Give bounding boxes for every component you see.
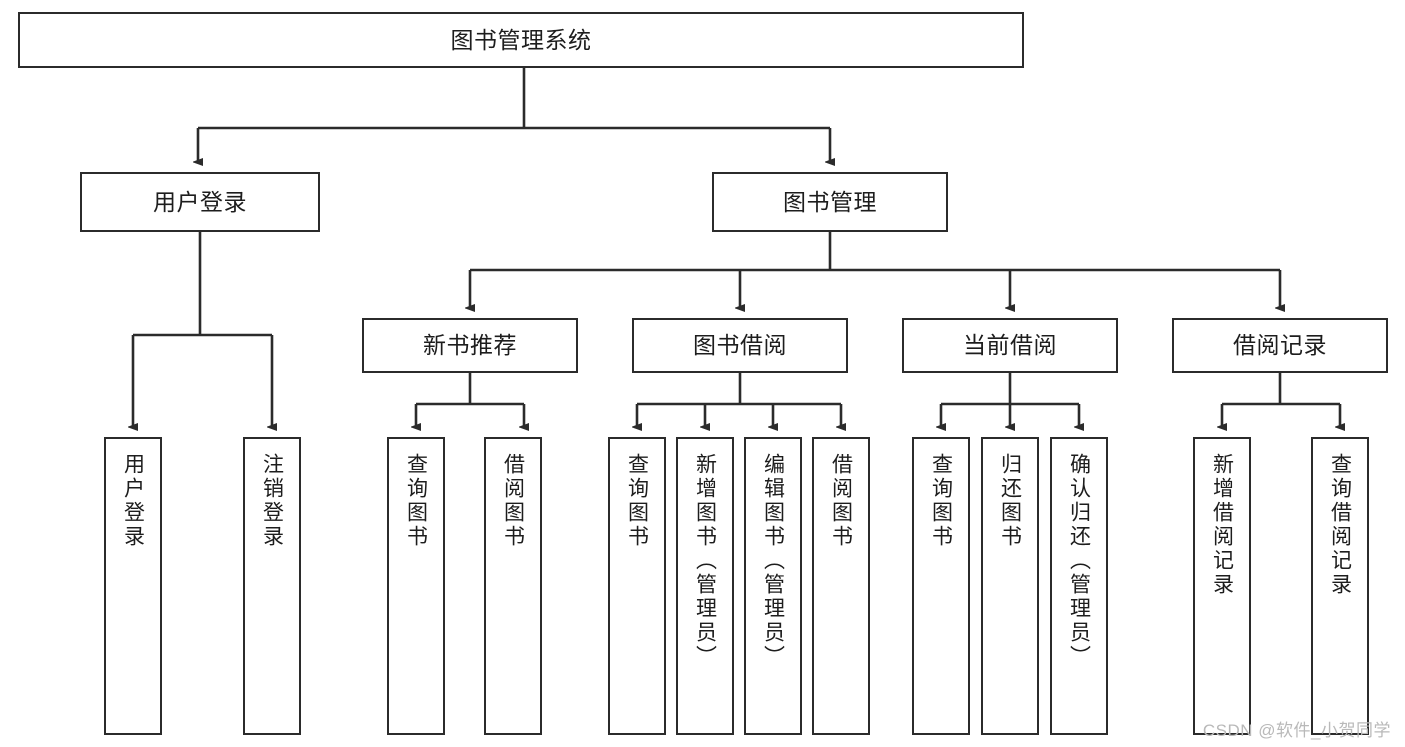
node-leaf-query-book-2[interactable]: 查询图书	[608, 437, 666, 735]
node-leaf-query-book-3-label: 查询图书	[929, 453, 953, 549]
node-leaf-user-logout-label: 注销登录	[260, 453, 284, 549]
node-leaf-borrow-book-2[interactable]: 借阅图书	[812, 437, 870, 735]
node-leaf-user-logout[interactable]: 注销登录	[243, 437, 301, 735]
node-leaf-query-book-1[interactable]: 查询图书	[387, 437, 445, 735]
node-leaf-add-record-label: 新增借阅记录	[1210, 453, 1234, 597]
node-book-borrow-label: 图书借阅	[693, 332, 787, 359]
node-user-login-label: 用户登录	[153, 188, 247, 215]
node-root-label: 图书管理系统	[450, 26, 592, 53]
node-current-borrow-label: 当前借阅	[963, 332, 1057, 359]
node-leaf-confirm-return[interactable]: 确认归还（管理员）	[1050, 437, 1108, 735]
node-book-manage[interactable]: 图书管理	[712, 172, 948, 232]
node-leaf-add-book[interactable]: 新增图书（管理员）	[676, 437, 734, 735]
node-leaf-user-login[interactable]: 用户登录	[104, 437, 162, 735]
node-leaf-edit-book[interactable]: 编辑图书（管理员）	[744, 437, 802, 735]
node-leaf-query-record[interactable]: 查询借阅记录	[1311, 437, 1369, 735]
node-current-borrow[interactable]: 当前借阅	[902, 318, 1118, 373]
node-leaf-edit-book-label: 编辑图书（管理员）	[761, 453, 785, 669]
node-leaf-add-record[interactable]: 新增借阅记录	[1193, 437, 1251, 735]
node-book-borrow[interactable]: 图书借阅	[632, 318, 848, 373]
node-new-book-recommend-label: 新书推荐	[423, 332, 517, 359]
node-borrow-record[interactable]: 借阅记录	[1172, 318, 1388, 373]
node-user-login[interactable]: 用户登录	[80, 172, 320, 232]
node-root[interactable]: 图书管理系统	[18, 12, 1024, 68]
node-leaf-user-login-label: 用户登录	[121, 453, 145, 549]
node-leaf-borrow-book-2-label: 借阅图书	[829, 453, 853, 549]
node-leaf-confirm-return-label: 确认归还（管理员）	[1067, 453, 1091, 669]
node-leaf-query-book-1-label: 查询图书	[404, 453, 428, 549]
node-leaf-add-book-label: 新增图书（管理员）	[693, 453, 717, 669]
node-borrow-record-label: 借阅记录	[1233, 332, 1327, 359]
node-leaf-query-record-label: 查询借阅记录	[1328, 453, 1352, 597]
node-leaf-return-book-label: 归还图书	[998, 453, 1022, 549]
node-leaf-borrow-book-1-label: 借阅图书	[501, 453, 525, 549]
node-leaf-return-book[interactable]: 归还图书	[981, 437, 1039, 735]
node-leaf-query-book-3[interactable]: 查询图书	[912, 437, 970, 735]
node-leaf-borrow-book-1[interactable]: 借阅图书	[484, 437, 542, 735]
node-leaf-query-book-2-label: 查询图书	[625, 453, 649, 549]
node-book-manage-label: 图书管理	[783, 188, 877, 215]
node-new-book-recommend[interactable]: 新书推荐	[362, 318, 578, 373]
